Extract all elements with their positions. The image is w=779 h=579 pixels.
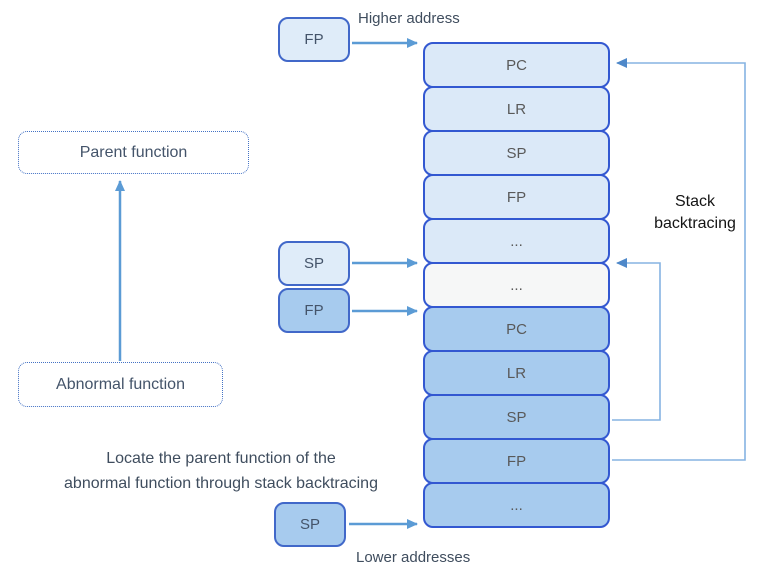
stack-cell: SP (423, 130, 610, 176)
stack-cell-label: ... (510, 496, 523, 514)
abnormal-function-box: Abnormal function (18, 362, 223, 407)
parent-function-box: Parent function (18, 131, 249, 174)
stack-cell-label: FP (506, 188, 527, 206)
register-box-sp-mid: SP (278, 241, 350, 286)
stack-cell-label: ... (510, 232, 523, 250)
stack-cell: LR (423, 86, 610, 132)
caption-line-1: Locate the parent function of the (106, 450, 336, 467)
stack-cell: LR (423, 350, 610, 396)
stack-cell: ... (423, 482, 610, 528)
fp-backtrace-loop-arrow (612, 58, 746, 461)
register-label: FP (304, 31, 324, 48)
caption-line-2: abnormal function through stack backtrac… (64, 474, 378, 492)
abnormal-function-label: Abnormal function (56, 375, 185, 393)
stack-cell: ... (423, 218, 610, 264)
stack-cell-label: FP (506, 452, 527, 470)
stack-cell-label: ... (510, 276, 523, 294)
higher-address-label: Higher address (358, 10, 460, 27)
stack-cell-label: SP (506, 144, 527, 162)
caption-text: Locate the parent function of the abnorm… (20, 447, 422, 497)
register-label: SP (299, 516, 320, 533)
register-box-fp-top: FP (278, 17, 350, 62)
stack-cell: ... (423, 262, 610, 308)
lower-addresses-label: Lower addresses (356, 549, 471, 566)
parent-function-label: Parent function (79, 143, 188, 161)
register-box-fp-mid: FP (278, 288, 350, 333)
stack-cell: PC (423, 42, 610, 88)
stack-cell-label: LR (506, 100, 527, 118)
register-label: SP (303, 255, 324, 272)
register-label: FP (304, 302, 324, 319)
stack-cell: FP (423, 174, 610, 220)
stack-cell-label: LR (506, 364, 527, 382)
stack-cell-label: PC (506, 56, 527, 74)
stack-backtracing-label: Stack backtracing (654, 193, 736, 232)
register-box-sp-bottom: SP (274, 502, 346, 547)
stack-cell: FP (423, 438, 610, 484)
stack-column: PC LR SP FP ... ... PC LR SP FP ... (423, 42, 610, 528)
stack-cell: SP (423, 394, 610, 440)
stack-cell-label: PC (506, 320, 527, 338)
stack-cell: PC (423, 306, 610, 352)
sp-backtrace-loop-arrow (612, 258, 661, 421)
stack-cell-label: SP (506, 408, 527, 426)
